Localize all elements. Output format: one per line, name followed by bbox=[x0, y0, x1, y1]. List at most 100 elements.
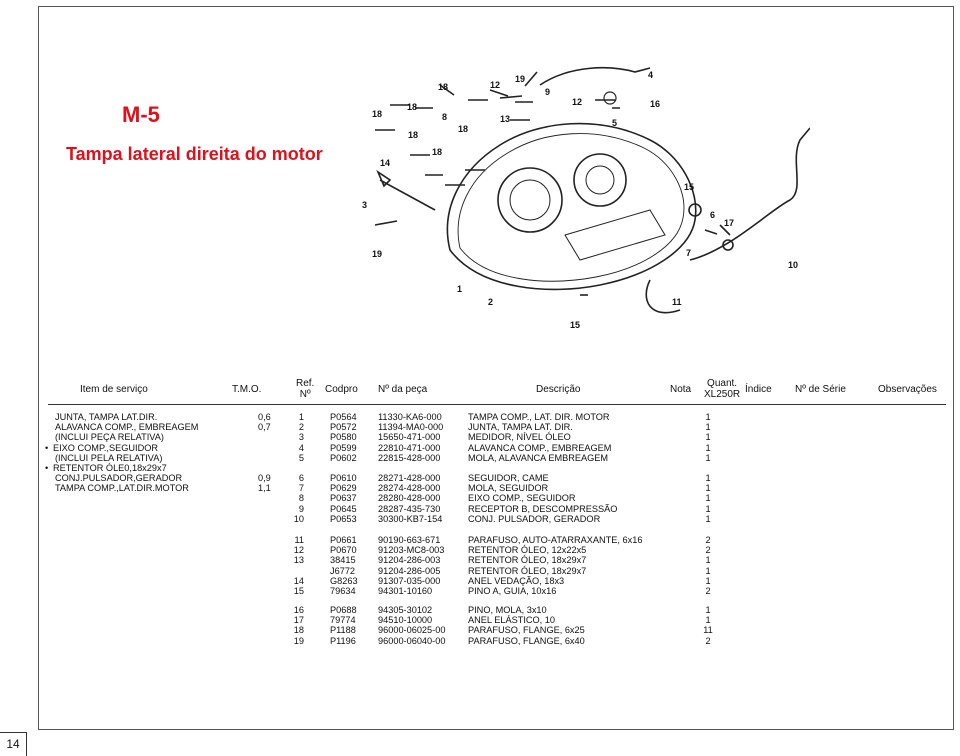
callout: 17 bbox=[724, 218, 734, 228]
service-item: ALAVANCA COMP., EMBREAGEM bbox=[55, 422, 198, 432]
callout: 9 bbox=[545, 87, 550, 97]
service-item-text: RETENTOR ÓLE0,18x29x7 bbox=[53, 463, 167, 473]
part-qty-cell: 1 bbox=[705, 555, 711, 566]
callout: 15 bbox=[570, 320, 580, 330]
part-ref-cell: 9 bbox=[298, 503, 304, 514]
service-item-tmo: 0,9 bbox=[258, 473, 271, 484]
part-desc-cell: RECEPTOR B, DESCOMPRESSÃO bbox=[468, 503, 618, 514]
callout: 7 bbox=[686, 248, 691, 258]
page-frame bbox=[38, 6, 954, 730]
part-desc-cell: PARAFUSO, FLANGE, 6x40 bbox=[468, 635, 585, 646]
part-ref-cell: 12 bbox=[293, 545, 304, 556]
part-desc-cell: MEDIDOR, NÍVEL ÓLEO bbox=[468, 432, 571, 443]
part-ref-cell: 7 bbox=[298, 483, 304, 494]
part-codpro-cell: P0670 bbox=[330, 545, 357, 556]
part-part-cell: 11330-KA6-000 bbox=[378, 412, 442, 422]
part-part-cell: 91307-035-000 bbox=[378, 575, 441, 586]
header-serie: Nº de Série bbox=[795, 384, 846, 395]
part-codpro-cell: P0645 bbox=[330, 503, 357, 514]
callout: 18 bbox=[407, 102, 417, 112]
service-item-tmo: 0,7 bbox=[258, 422, 271, 433]
part-part-cell: 15650-471-000 bbox=[378, 432, 441, 443]
callout: 2 bbox=[488, 297, 493, 307]
part-codpro-cell: P0629 bbox=[330, 483, 357, 494]
callout: 4 bbox=[648, 70, 653, 80]
part-part-cell: 30300-KB7-154 bbox=[378, 513, 443, 524]
part-qty-cell: 1 bbox=[705, 503, 711, 514]
part-codpro-cell: P1188 bbox=[330, 625, 356, 636]
callout: 1 bbox=[457, 284, 462, 294]
part-ref-cell: 14 bbox=[293, 575, 304, 586]
part-part-cell: 91204-286-005 bbox=[378, 565, 441, 576]
header-indice: Índice bbox=[745, 384, 772, 395]
part-desc-cell: PARAFUSO, FLANGE, 6x25 bbox=[468, 625, 585, 636]
part-part-cell: 96000-06040-00 bbox=[378, 635, 446, 646]
header-part-no: Nº da peça bbox=[378, 384, 428, 395]
callout: 18 bbox=[372, 109, 382, 119]
part-desc-cell: TAMPA COMP., LAT. DIR. MOTOR bbox=[468, 412, 610, 422]
part-qty-cell: 2 bbox=[705, 586, 711, 596]
header-ref: Ref. Nº bbox=[296, 378, 315, 400]
page-number: 14 bbox=[0, 732, 27, 756]
service-item-text: (INCLUI PEÇA RELATIVA) bbox=[55, 432, 164, 443]
part-part-cell: 22815-428-000 bbox=[378, 452, 441, 463]
part-part-cell: 94301-10160 bbox=[378, 586, 433, 596]
header-item: Item de serviço bbox=[80, 384, 148, 395]
part-part-cell: 91204-286-003 bbox=[378, 555, 441, 566]
part-desc-cell: RETENTOR ÓLEO, 18x29x7 bbox=[468, 565, 587, 576]
service-item-text: (INCLUI PELA RELATIVA) bbox=[55, 452, 163, 463]
part-part-cell: 90190-663-671 bbox=[378, 535, 441, 545]
service-item-tmo: 0,6 bbox=[258, 412, 271, 422]
part-ref-cell: 3 bbox=[298, 432, 304, 443]
table-header: Item de serviço T.M.O. Ref. Nº Codpro Nº… bbox=[38, 378, 954, 402]
service-item-text: JUNTA, TAMPA LAT.DIR. bbox=[55, 412, 158, 422]
bullet-icon: • bbox=[45, 442, 49, 453]
part-qty-cell: 2 bbox=[705, 545, 711, 556]
part-ref-cell: 15 bbox=[293, 586, 304, 596]
part-codpro-cell: P0580 bbox=[330, 432, 357, 443]
header-observacoes: Observações bbox=[878, 384, 937, 395]
part-ref-cell: 17 bbox=[293, 615, 304, 626]
part-desc-cell: PARAFUSO, AUTO-ATARRAXANTE, 6x16 bbox=[468, 535, 643, 545]
part-desc-cell: PINO A, GUIA, 10x16 bbox=[468, 586, 557, 596]
part-part-cell: 28280-428-000 bbox=[378, 493, 441, 504]
part-codpro-cell: P0572 bbox=[330, 422, 357, 433]
service-item: (INCLUI PELA RELATIVA) bbox=[55, 453, 162, 463]
part-qty-cell: 1 bbox=[705, 452, 711, 463]
part-part-cell: 96000-06025-00 bbox=[378, 625, 446, 636]
header-codpro: Codpro bbox=[325, 384, 358, 395]
part-desc-cell: MOLA, SEGUIDOR bbox=[468, 483, 549, 494]
part-part-cell: 94305-30102 bbox=[378, 605, 433, 615]
part-part-cell: 94510-10000 bbox=[378, 615, 433, 626]
header-description: Descrição bbox=[536, 384, 581, 395]
header-divider bbox=[48, 404, 946, 405]
part-desc-cell: PINO, MOLA, 3x10 bbox=[468, 605, 547, 615]
callout: 15 bbox=[684, 182, 694, 192]
callout: 19 bbox=[372, 249, 382, 259]
callout: 12 bbox=[490, 80, 500, 90]
part-desc-cell: EIXO COMP., SEGUIDOR bbox=[468, 493, 576, 504]
service-item: TAMPA COMP.,LAT.DIR.MOTOR bbox=[55, 483, 189, 493]
service-item-text: EIXO COMP.,SEGUIDOR bbox=[53, 442, 158, 453]
service-item: (INCLUI PEÇA RELATIVA) bbox=[55, 432, 164, 442]
part-ref-cell: 18 bbox=[293, 625, 304, 636]
part-codpro-cell: J6772 bbox=[330, 565, 356, 576]
callout: 10 bbox=[788, 260, 798, 270]
part-ref-cell: 2 bbox=[298, 422, 304, 433]
part-codpro-cell: G8263 bbox=[330, 575, 358, 586]
part-codpro-cell: P0599 bbox=[330, 442, 357, 453]
part-ref-cell: 19 bbox=[293, 635, 304, 646]
part-qty-cell: 1 bbox=[705, 513, 711, 524]
part-part-cell: 28274-428-000 bbox=[378, 483, 441, 494]
part-qty-cell: 2 bbox=[705, 635, 711, 646]
part-codpro-cell: 79774 bbox=[330, 615, 356, 626]
service-item-tmo: 1,1 bbox=[258, 483, 271, 494]
part-codpro-cell: P0637 bbox=[330, 493, 357, 504]
callout: 18 bbox=[438, 82, 448, 92]
callout: 5 bbox=[612, 118, 617, 128]
page-title: Tampa lateral direita do motor bbox=[66, 144, 323, 164]
part-qty-cell: 1 bbox=[705, 615, 711, 626]
part-desc-cell: SEGUIDOR, CAME bbox=[468, 473, 549, 483]
part-codpro-cell: 79634 bbox=[330, 586, 356, 596]
callout: 16 bbox=[650, 99, 660, 109]
